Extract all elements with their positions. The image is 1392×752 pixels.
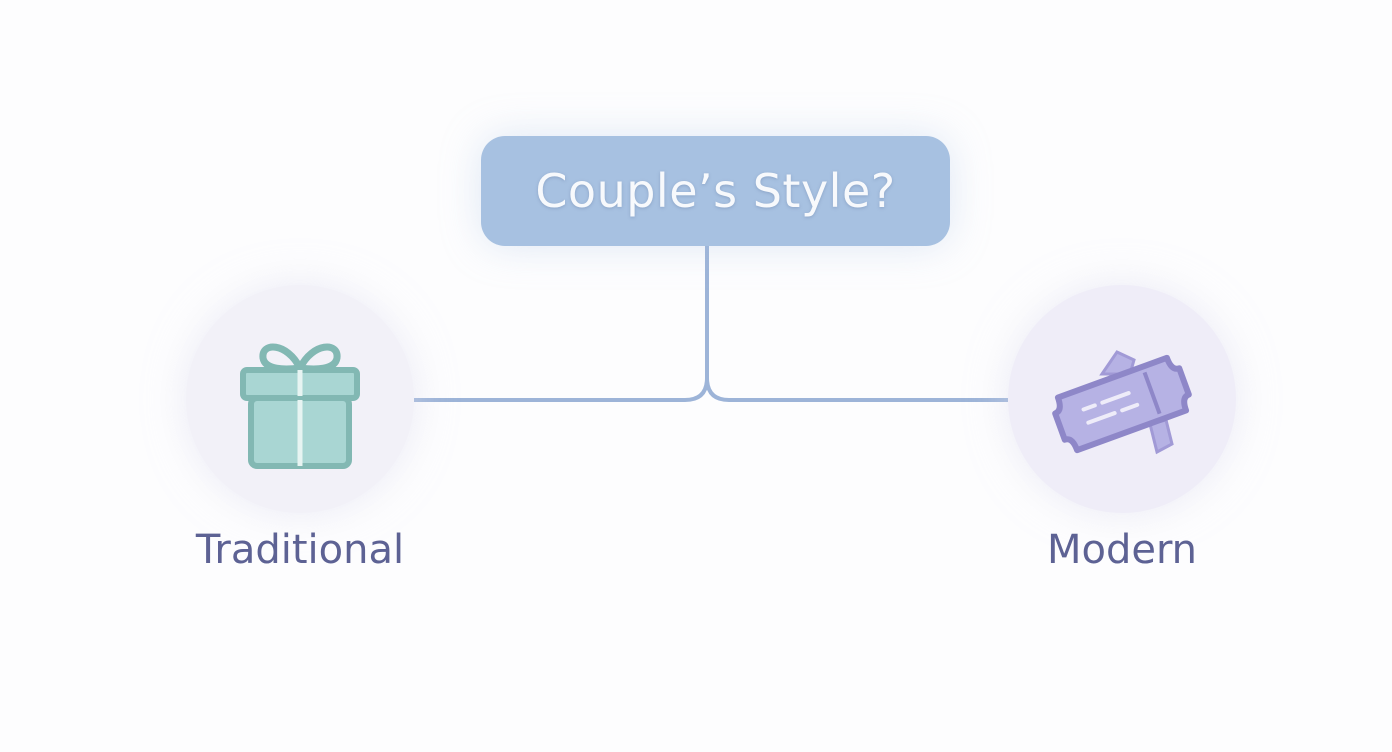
question-node[interactable]: Couple’s Style? bbox=[481, 136, 950, 246]
option-modern-label: Modern bbox=[1046, 527, 1198, 573]
connector-left bbox=[414, 377, 709, 402]
question-label: Couple’s Style? bbox=[535, 164, 896, 218]
connector-right bbox=[705, 377, 1008, 402]
plane-ticket-icon bbox=[1052, 350, 1192, 455]
option-modern[interactable] bbox=[1008, 285, 1236, 513]
gift-icon bbox=[240, 343, 360, 469]
option-traditional-label: Traditional bbox=[195, 527, 405, 573]
option-traditional[interactable] bbox=[186, 285, 414, 513]
